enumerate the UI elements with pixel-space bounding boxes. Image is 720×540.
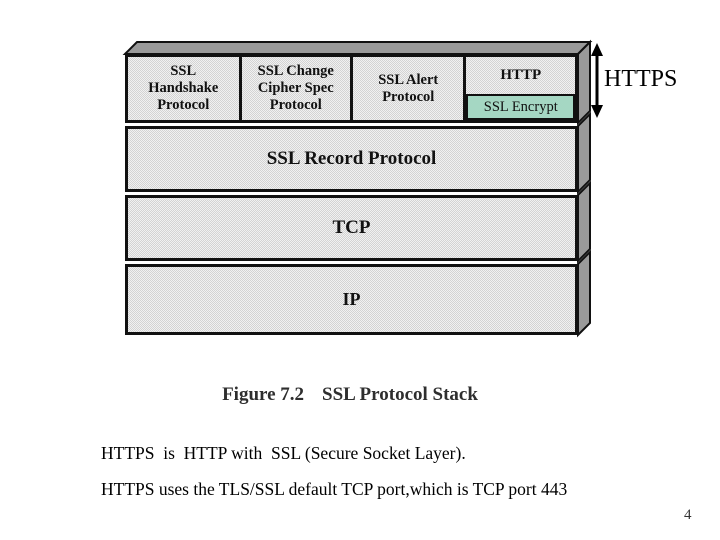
row-label: SSL Record Protocol [266,148,437,169]
box-ssl-encrypt: SSL Encrypt [466,94,575,120]
box-label: SSL Alert Protocol [378,71,439,105]
box-ssl-change-cipher-spec-protocol: SSL Change Cipher Spec Protocol [238,57,351,120]
page-number: 4 [684,507,692,523]
stack-side-face-row4 [577,249,591,338]
stack-side-face-row3 [577,180,591,264]
stack-side-face-row2 [577,111,591,195]
ssl-encrypt-label: SSL Encrypt [483,98,558,115]
row-label: IP [342,289,361,309]
body-text-line1: HTTPS is HTTP with SSL (Secure Socket La… [101,443,466,463]
box-http: HTTP SSL Encrypt [463,57,575,120]
box-ssl-alert-protocol: SSL Alert Protocol [350,57,463,120]
box-ssl-record-protocol: SSL Record Protocol [125,126,578,192]
figure-number: Figure 7.2 [222,384,305,405]
box-tcp: TCP [125,195,578,261]
box-label: SSL Handshake Protocol [148,63,219,113]
box-ip: IP [125,264,578,335]
box-ssl-handshake-protocol: SSL Handshake Protocol [128,57,239,120]
stack-row-protocols: SSL Handshake Protocol SSL Change Cipher… [125,54,578,123]
box-label: HTTP [500,66,542,83]
row-label: TCP [332,217,371,238]
body-text-line2: HTTPS uses the TLS/SSL default TCP port,… [101,479,568,499]
box-label: SSL Change Cipher Spec Protocol [257,63,334,113]
stack-side-face-row1 [577,39,591,126]
figure-caption: Figure 7.2 SSL Protocol Stack [120,384,580,406]
figure-title: SSL Protocol Stack [322,384,478,405]
stack-top-bevel [122,41,593,55]
https-label: HTTPS [604,66,678,92]
double-arrow-vertical-icon [591,43,603,118]
